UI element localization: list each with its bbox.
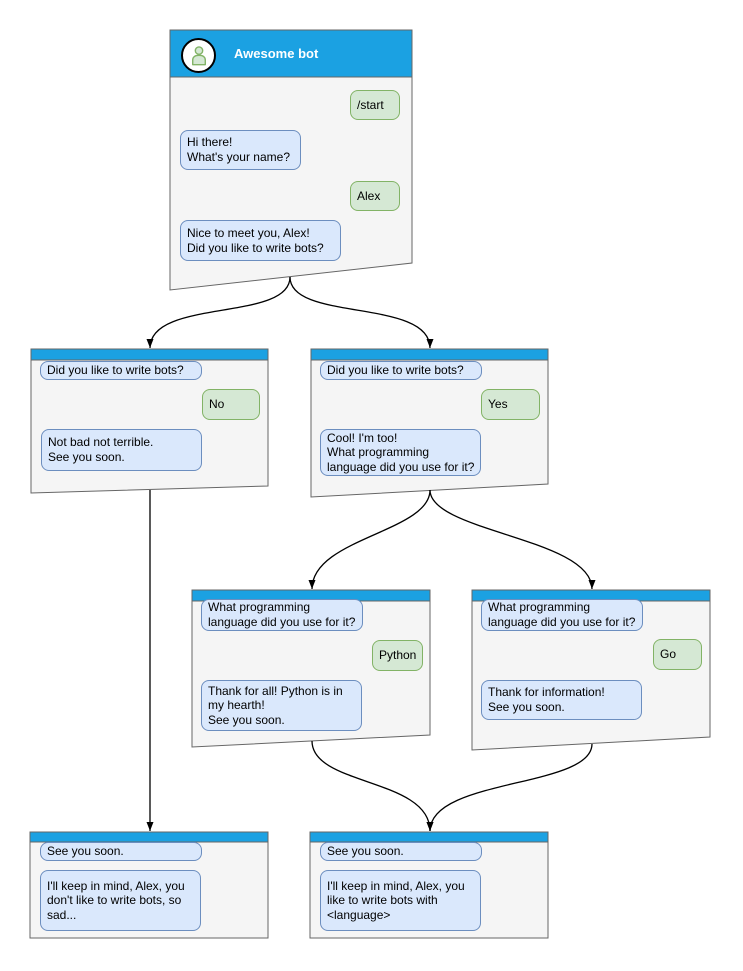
- message-bubble-user: Yes: [481, 389, 540, 420]
- message-bubble-bot: What programming language did you use fo…: [481, 599, 643, 631]
- message-bubble-user: Python: [372, 640, 423, 671]
- message-bubble-user: No: [202, 389, 260, 420]
- message-bubble-bot: Hi there! What's your name?: [180, 130, 301, 170]
- chat-window-end-yes-header: [309, 831, 549, 843]
- edge-main-to-branch-no: [146, 276, 291, 349]
- message-bubble-bot: What programming language did you use fo…: [201, 599, 363, 631]
- edge-python-to-end-yes: [311, 740, 434, 832]
- message-bubble-bot: Did you like to write bots?: [320, 361, 482, 380]
- message-bubble-user: /start: [350, 90, 400, 120]
- message-bubble-bot: Nice to meet you, Alex! Did you like to …: [180, 220, 341, 261]
- chat-window-branch-yes-header: [310, 348, 549, 361]
- message-bubble-user: Alex: [350, 181, 400, 211]
- message-bubble-bot: Cool! I'm too! What programming language…: [320, 429, 481, 476]
- chat-window-end-no-header: [29, 831, 269, 843]
- message-bubble-bot: Thank for all! Python is in my hearth! S…: [201, 680, 362, 731]
- edge-main-to-branch-yes: [289, 276, 434, 349]
- message-bubble-bot: See you soon.: [40, 842, 202, 861]
- edge-branch-yes-to-python: [308, 489, 431, 590]
- edge-go-to-end-yes: [426, 743, 593, 832]
- message-bubble-bot: See you soon.: [320, 842, 482, 861]
- message-bubble-user: Go: [653, 639, 702, 670]
- chat-window-branch-no-header: [30, 348, 269, 361]
- message-bubble-bot: Not bad not terrible. See you soon.: [41, 429, 202, 471]
- message-bubble-bot: Did you like to write bots?: [40, 361, 202, 380]
- edge-branch-yes-to-go: [429, 489, 596, 590]
- message-bubble-bot: I'll keep in mind, Alex, you don't like …: [40, 870, 201, 931]
- message-bubble-bot: I'll keep in mind, Alex, you like to wri…: [320, 870, 481, 931]
- chat-window-title: Awesome bot: [234, 46, 319, 61]
- person-icon: [191, 45, 206, 65]
- message-bubble-bot: Thank for information! See you soon.: [481, 680, 642, 720]
- bot-avatar: [181, 38, 216, 73]
